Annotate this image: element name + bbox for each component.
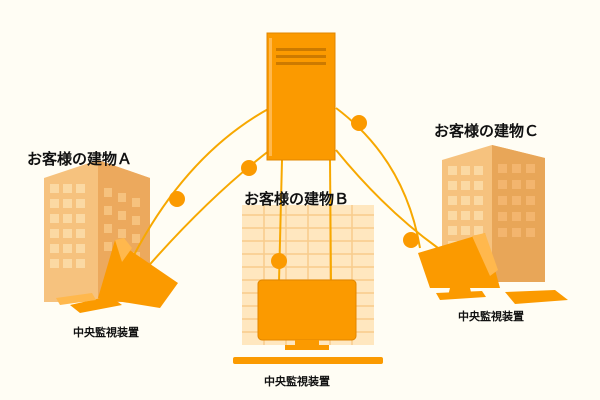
device-c-label: 中央監視装置 bbox=[458, 310, 524, 323]
monitor-a-icon bbox=[56, 238, 178, 313]
building-a-label: お客様の建物Ａ bbox=[27, 150, 133, 168]
building-c-label: お客様の建物Ｃ bbox=[434, 122, 540, 140]
building-b-label: お客様の建物Ｂ bbox=[244, 190, 350, 208]
device-a-label: 中央監視装置 bbox=[73, 326, 139, 339]
connection-nodes bbox=[169, 115, 419, 269]
monitor-b-icon bbox=[233, 279, 383, 364]
monitor-c-icon bbox=[418, 233, 568, 304]
server-icon bbox=[266, 32, 336, 161]
device-b-label: 中央監視装置 bbox=[264, 375, 330, 388]
